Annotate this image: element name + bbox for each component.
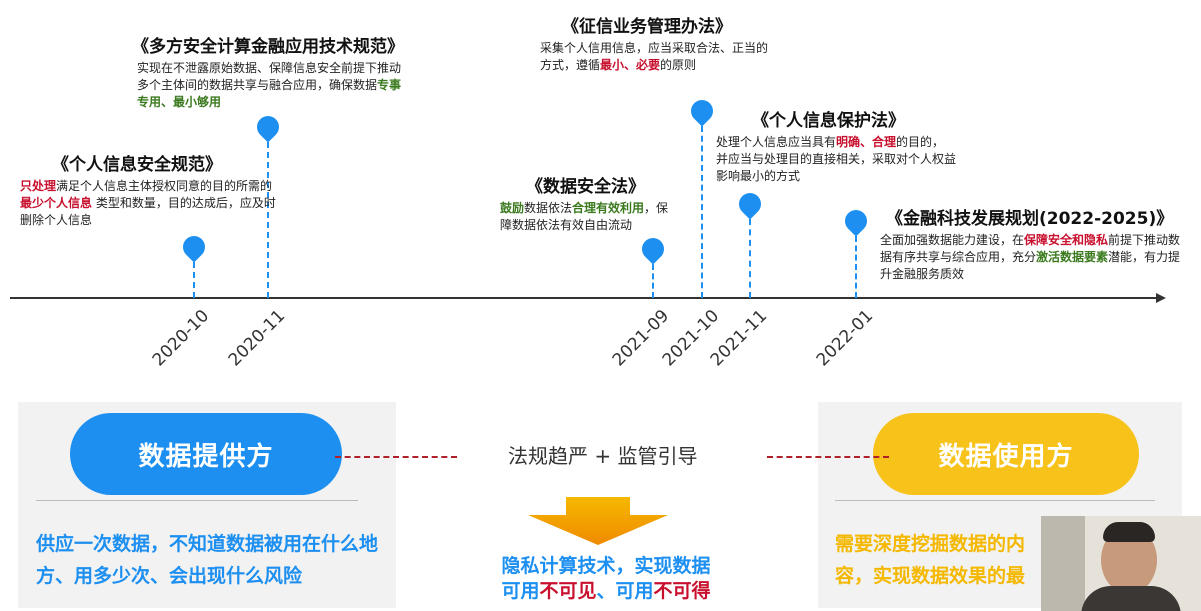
highlight-text: 只处理 xyxy=(20,179,57,193)
provider-pill: 数据提供方 xyxy=(70,413,342,495)
law-title: 《金融科技发展规划(2022-2025)》 xyxy=(886,209,1174,229)
timeline-arrow-icon xyxy=(1156,293,1166,303)
body-text: 类型和数量，目的达成后，应及时删除个人信息 xyxy=(20,196,276,227)
body-text: 潜能，有力提升金融服务质效 xyxy=(880,250,1181,281)
law-block-mpc: 《多方安全计算金融应用技术规范》 实现在不泄露原始数据、保障信息安全前提下推动多… xyxy=(132,32,408,111)
divider xyxy=(36,500,358,501)
body-text: 前提下推动数据有序共享与综合应用，充分 xyxy=(880,233,1181,264)
presenter-video xyxy=(1041,516,1201,611)
law-description: 处理个人信息应当具有明确、合理的目的，并应当与处理目的直接相关，采取对个人权益影… xyxy=(716,134,956,185)
date-label: 2022-01 xyxy=(812,306,878,371)
location-pin-icon xyxy=(840,205,872,237)
body-text: 采集个人信用信息，应当采取合法、正当的方式，遵循 xyxy=(540,41,769,72)
location-pin-icon xyxy=(686,95,718,127)
down-arrow-icon xyxy=(528,497,668,545)
center-label: 法规趋严 + 监管引导 xyxy=(508,444,698,468)
law-title: 《个人信息安全规范》 xyxy=(52,155,222,175)
law-description: 实现在不泄露原始数据、保障信息安全前提下推动多个主体间的数据共享与融合应用，确保… xyxy=(137,60,408,111)
location-pin-icon xyxy=(734,188,766,220)
location-pin-icon xyxy=(252,111,284,143)
consumer-pill: 数据使用方 xyxy=(873,413,1139,495)
law-block-pis: 《个人信息安全规范》 只处理满足个人信息主体授权同意的目的所需的最少个人信息 类… xyxy=(20,150,282,229)
highlight-text: 最少个人信息 xyxy=(20,196,93,210)
law-title: 《个人信息保护法》 xyxy=(752,111,905,131)
divider xyxy=(835,500,1155,501)
highlight-text: 专事专用、最小够用 xyxy=(137,78,402,109)
provider-description: 供应一次数据，不知道数据被用在什么地方、用多少次、会出现什么风险 xyxy=(36,533,379,587)
law-description: 只处理满足个人信息主体授权同意的目的所需的最少个人信息 类型和数量，目的达成后，… xyxy=(20,178,282,229)
highlight-text: 明确、合理 xyxy=(836,135,897,149)
body-text: 的原则 xyxy=(660,58,697,72)
highlight-text: 保障安全和隐私 xyxy=(1024,233,1109,247)
body-text: 数据依法 xyxy=(524,201,573,215)
law-title: 《多方安全计算金融应用技术规范》 xyxy=(132,37,404,57)
highlight-text: 鼓励 xyxy=(500,201,525,215)
law-block-fintech: 《金融科技发展规划(2022-2025)》 全面加强数据能力建设，在保障安全和隐… xyxy=(880,204,1186,283)
connector-line-right xyxy=(767,456,889,458)
tech-statement: 隐私计算技术，实现数据 可用不可见、可用不可得 xyxy=(486,554,726,604)
date-label: 2020-11 xyxy=(224,306,290,371)
body-text: ，保障数据依法有效自由流动 xyxy=(500,201,669,232)
body-text: 满足个人信息主体授权同意的目的所需的 xyxy=(56,179,273,193)
law-description: 全面加强数据能力建设，在保障安全和隐私前提下推动数据有序共享与综合应用，充分激活… xyxy=(880,232,1186,283)
consumer-description: 需要深度挖掘数据的内容，实现数据效果的最大化 xyxy=(835,533,1026,587)
date-label: 2020-10 xyxy=(148,306,214,371)
body-text: 全面加强数据能力建设，在 xyxy=(880,233,1025,247)
body-text: 实现在不泄露原始数据、保障信息安全前提下推动多个主体间的数据共享与融合应用，确保… xyxy=(137,61,402,92)
law-description: 鼓励数据依法合理有效利用，保障数据依法有效自由流动 xyxy=(500,200,670,234)
law-block-pipl: 《个人信息保护法》 处理个人信息应当具有明确、合理的目的，并应当与处理目的直接相… xyxy=(716,106,956,185)
body-text: 处理个人信息应当具有 xyxy=(716,135,837,149)
tech-line-2: 可用不可见、可用不可得 xyxy=(501,580,711,602)
location-pin-icon xyxy=(178,231,210,263)
highlight-text: 激活数据要素 xyxy=(1036,250,1109,264)
law-title: 《征信业务管理办法》 xyxy=(562,17,732,37)
law-title: 《数据安全法》 xyxy=(526,177,645,197)
timeline-axis xyxy=(10,297,1160,299)
highlight-text: 合理有效利用 xyxy=(572,201,645,215)
body-text: 的目的，并应当与处理目的直接相关，采取对个人权益影响最小的方式 xyxy=(716,135,957,183)
highlight-text: 最小、必要 xyxy=(600,58,661,72)
tech-line-1: 隐私计算技术，实现数据 xyxy=(501,555,711,577)
law-block-dsl: 《数据安全法》 鼓励数据依法合理有效利用，保障数据依法有效自由流动 xyxy=(500,172,670,234)
location-pin-icon xyxy=(637,233,669,265)
connector-line-left xyxy=(335,456,457,458)
law-description: 采集个人信用信息，应当采取合法、正当的方式，遵循最小、必要的原则 xyxy=(540,40,768,74)
law-block-credit: 《征信业务管理办法》 采集个人信用信息，应当采取合法、正当的方式，遵循最小、必要… xyxy=(540,12,768,74)
